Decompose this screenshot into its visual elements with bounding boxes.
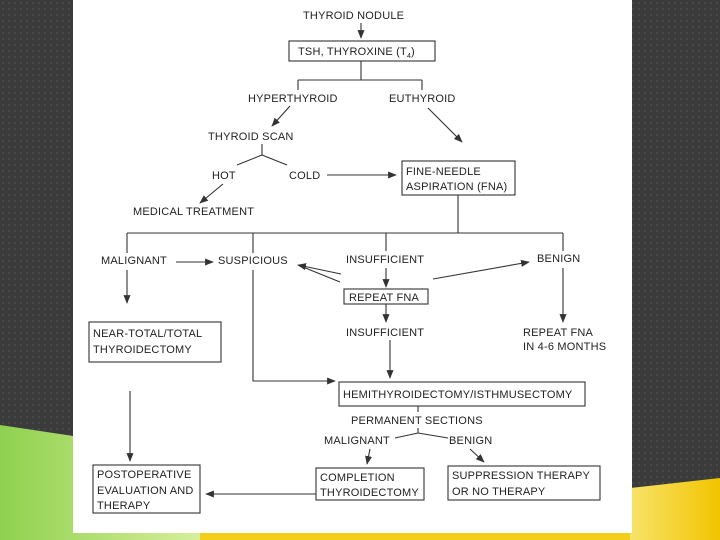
node-postop-1: POSTOPERATIVE	[97, 469, 192, 481]
node-permanent-sections: PERMANENT SECTIONS	[351, 415, 483, 427]
node-euthyroid: EUTHYROID	[389, 93, 456, 105]
diagram-panel	[73, 0, 632, 533]
node-cold: COLD	[289, 170, 320, 182]
node-fna-line2: ASPIRATION (FNA)	[406, 181, 507, 193]
node-postop-3: THERAPY	[97, 500, 151, 512]
node-hemithyroidectomy-box	[338, 381, 586, 407]
node-thyroid-scan: THYROID SCAN	[208, 131, 294, 143]
node-malignant: MALIGNANT	[101, 255, 167, 267]
node-near-total-2: THYROIDECTOMY	[93, 344, 192, 356]
arrow-hot-to-medical	[199, 183, 224, 204]
node-fna-line1: FINE-NEEDLE	[406, 166, 481, 178]
node-repeat-fna-months-1: REPEAT FNA	[523, 327, 594, 339]
arrow-hyper-to-scan	[271, 105, 291, 127]
arrow-malignant-to-completion	[365, 448, 373, 465]
node-suspicious: SUSPICIOUS	[218, 255, 288, 267]
node-near-total-1: NEAR-TOTAL/TOTAL	[93, 328, 202, 340]
node-repeat-fna-months-2: IN 4-6 MONTHS	[523, 341, 606, 353]
node-hot: HOT	[212, 170, 236, 182]
node-thyroid-nodule: THYROID NODULE	[303, 10, 404, 22]
node-postop-2: EVALUATION AND	[97, 485, 194, 497]
node-hemithyroidectomy: HEMITHYROIDECTOMY/ISTHMUSECTOMY	[343, 389, 573, 401]
arrow-to-suspicious	[297, 263, 342, 275]
node-completion-1: COMPLETION	[320, 472, 395, 484]
node-medical-treatment: MEDICAL TREATMENT	[133, 206, 254, 218]
node-insufficient: INSUFFICIENT	[346, 254, 424, 266]
node-near-total-box	[88, 321, 222, 363]
node-suppression-1: SUPPRESSION THERAPY	[452, 470, 591, 482]
line-scan-to-cold	[261, 154, 288, 166]
arrow-suspicious-to-hemi	[252, 270, 336, 385]
node-tsh-box	[288, 40, 436, 62]
node-completion-box	[315, 467, 425, 501]
line-suspicious-to-repeat	[297, 264, 341, 283]
node-insufficient-2: INSUFFICIENT	[346, 327, 424, 339]
node-postop-box	[92, 464, 201, 514]
node-malignant-2: MALIGNANT	[324, 435, 390, 447]
node-benign-2: BENIGN	[449, 435, 492, 447]
line-scan-to-hot	[236, 154, 263, 166]
line-sections-malignant	[394, 432, 419, 439]
node-repeat-fna: REPEAT FNA	[349, 292, 420, 304]
node-completion-2: THYROIDECTOMY	[320, 487, 419, 499]
yellow-accent-band	[630, 478, 720, 540]
line-sections-benign	[417, 432, 449, 439]
node-hyperthyroid: HYPERTHYROID	[248, 93, 338, 105]
arrow-benign-to-suppression	[469, 448, 485, 463]
arrow-to-benign	[432, 259, 530, 280]
node-tsh: TSH, THYROXINE (T4)	[298, 46, 415, 60]
node-benign: BENIGN	[537, 253, 580, 265]
arrow-euthyroid-to-fna	[427, 107, 463, 143]
node-suppression-box	[447, 465, 601, 501]
node-suppression-2: OR NO THERAPY	[452, 486, 546, 498]
